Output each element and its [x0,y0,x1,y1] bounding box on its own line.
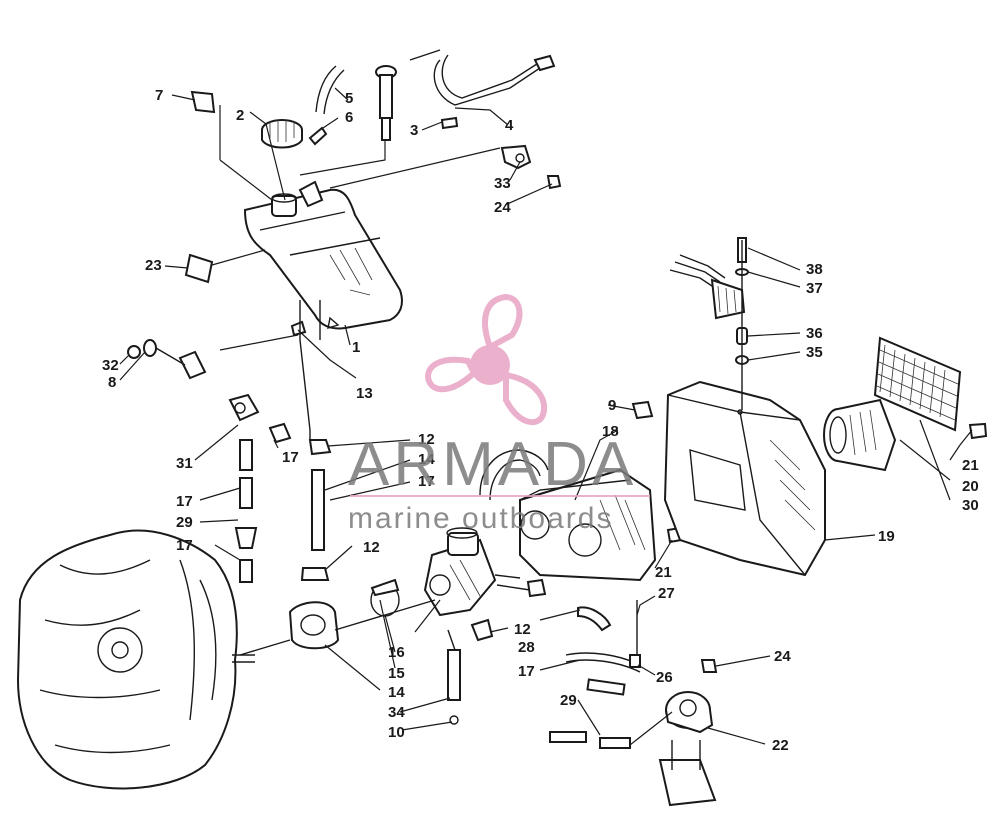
callout-1: 1 [352,339,360,356]
small-fittings [290,116,562,337]
callout-38: 34 [388,704,405,721]
drain-line [447,629,461,725]
callout-12-b: 12 [363,539,380,556]
oil-level-sensor [375,65,397,141]
callout-17-a: 17 [282,449,299,466]
engine-block [16,529,255,790]
vent-hose [315,65,345,115]
callout-29: 29 [176,514,193,531]
callout-17-e: 17 [518,663,535,680]
callout-32: 32 [102,357,119,374]
callout-17-c: 17 [176,537,193,554]
callout-21-a: 21 [655,564,672,581]
callout-30: 30 [962,497,979,514]
watermark: ARMADA marine outboards [348,293,650,535]
callout-3: 3 [410,122,418,139]
nut [631,400,654,420]
oil-pump [658,691,717,807]
tag-plate [190,90,216,114]
callout-21-b: 21 [962,457,979,474]
fitting [470,618,494,642]
callout-19: 19 [878,528,895,545]
callout-labels: 7 2 6 5 3 4 33 24 23 1 13 32 8 31 17 17 … [102,87,979,754]
callout-12-c: 12 [514,621,531,638]
wire-harness [409,49,556,106]
callout-6: 4 [505,117,514,134]
fuel-hose-curve [479,449,549,501]
callout-9: 9 [608,397,616,414]
washer-nut-set [127,339,186,366]
callout-17-b: 17 [176,493,193,510]
callout-2: 2 [236,107,244,124]
callout-17-d: 17 [418,473,435,490]
screw [968,422,988,440]
filler-cap [261,119,303,149]
callout-25: 26 [656,669,673,686]
carb-flange-clamp [239,578,436,656]
callout-20: 20 [962,478,979,495]
callout-16: 16 [388,644,405,661]
callout-5: 5 [345,90,353,107]
callout-26: 27 [658,585,675,602]
intake-screen [873,336,962,432]
callout-12-a: 12 [418,431,435,448]
callout-18: 18 [602,423,619,440]
callout-11: 13 [356,385,373,402]
propeller-icon [424,293,548,426]
fuel-line-center [299,300,332,581]
callout-24-b: 24 [774,648,791,665]
callout-35: 36 [806,325,823,342]
callout-27: 28 [518,639,535,656]
decal [184,253,214,284]
callout-8: 8 [108,374,116,391]
callout-4: 6 [345,109,353,126]
callout-34: 35 [806,344,823,361]
callout-7: 7 [155,87,163,104]
nut [700,659,718,673]
callout-28: 29 [560,692,577,709]
callout-14: 14 [388,684,405,701]
callout-22: 22 [772,737,789,754]
carburetor [423,527,547,617]
air-silencer-box [663,380,826,577]
oil-lines [549,600,641,749]
leader-lines [119,87,973,746]
heater-assembly [669,237,749,410]
watermark-tagline: marine outboards [348,502,613,535]
callout-10: 10 [388,724,405,741]
callout-15: 15 [388,665,405,682]
callout-13: 14 [418,451,435,468]
callout-37: 38 [806,261,823,278]
intake-tube [823,398,897,472]
callout-24: 24 [494,199,511,216]
intake-base [519,468,657,582]
callout-23: 23 [145,257,162,274]
callout-33: 33 [494,175,511,192]
fuel-line-assembly-left [178,350,292,583]
callout-31: 31 [176,455,193,472]
oil-tank [243,180,403,330]
callout-36: 37 [806,280,823,297]
watermark-brand: ARMADA [348,430,637,499]
